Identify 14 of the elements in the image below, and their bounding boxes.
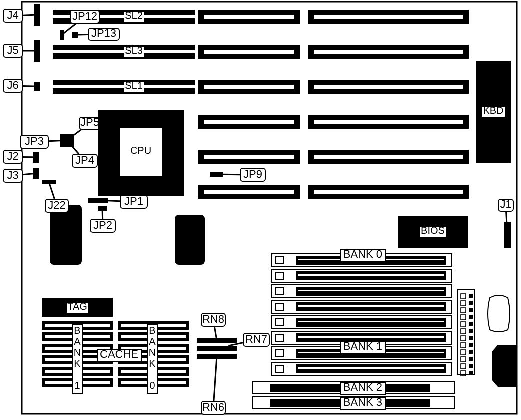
bank-label: BANK 1 — [340, 341, 386, 354]
bank-label: BANK 0 — [147, 324, 158, 394]
part-label: SL3 — [124, 47, 144, 57]
part-label: BIOS — [420, 227, 446, 237]
bank-label: BANK 2 — [340, 382, 386, 395]
part-label: KBD — [482, 107, 505, 117]
bank-label: CACHE — [97, 349, 142, 362]
part-label: SL1 — [124, 82, 144, 92]
bank-label: BANK 0 — [340, 249, 386, 262]
bank-label: BANK 3 — [340, 397, 386, 410]
part-label: TAG — [66, 302, 88, 312]
bank-label: BANK 1 — [72, 324, 83, 394]
part-label: SL2 — [124, 12, 144, 22]
part-label: CPU — [129, 147, 153, 157]
